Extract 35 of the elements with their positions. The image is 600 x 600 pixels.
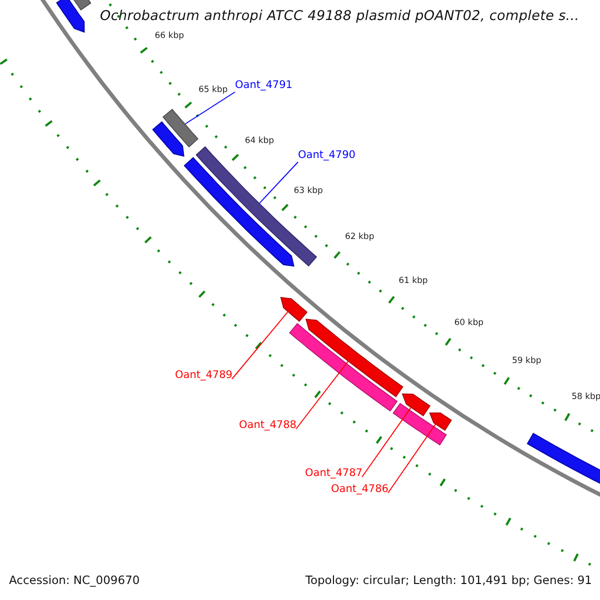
gene-label: Oant_4788: [239, 419, 296, 432]
gene-block: [162, 108, 198, 148]
scale-label: 59 kbp: [512, 356, 542, 366]
genome-info-label: Topology: circular; Length: 101,491 bp; Genes: 91: [305, 574, 592, 588]
gene-feature: [280, 296, 308, 322]
scale-label: 62 kbp: [344, 232, 374, 243]
gene-feature: [429, 412, 452, 431]
scale-label: 61 kbp: [398, 276, 428, 287]
gene-label: Oant_4791: [235, 79, 292, 92]
leader-line: [232, 312, 288, 380]
scale-label: 58 kbp: [572, 392, 600, 402]
gene-label: Oant_4786: [331, 483, 388, 496]
gene-feature: [402, 393, 431, 416]
gene-feature: [184, 157, 294, 267]
gene-block: [392, 402, 447, 446]
accession-label: Accession: NC_009670: [9, 574, 140, 588]
gene-feature: [305, 318, 404, 398]
scale-label: 63 kbp: [294, 186, 323, 196]
leader-line: [296, 361, 348, 430]
scale-label: 65 kbp: [198, 84, 228, 95]
gene-block: [289, 323, 398, 412]
gene-feature: [152, 121, 184, 157]
gene-label: Oant_4790: [298, 149, 356, 162]
leader-line: [388, 424, 436, 494]
title: Ochrobactrum anthropi ATCC 49188 plasmid pOANT02, complete s...: [100, 8, 580, 24]
gene-feature: [56, 0, 85, 33]
scale-label: 66 kbp: [154, 30, 184, 42]
scale-label: 60 kbp: [454, 318, 484, 328]
gene-label: Oant_4787: [305, 467, 362, 480]
leader-line: [362, 407, 412, 478]
leader-line: [184, 92, 236, 124]
gene-block: [71, 0, 92, 10]
scale-label: 64 kbp: [244, 136, 274, 147]
gene-label: Oant_4789: [175, 369, 232, 382]
leader-line: [259, 162, 298, 204]
